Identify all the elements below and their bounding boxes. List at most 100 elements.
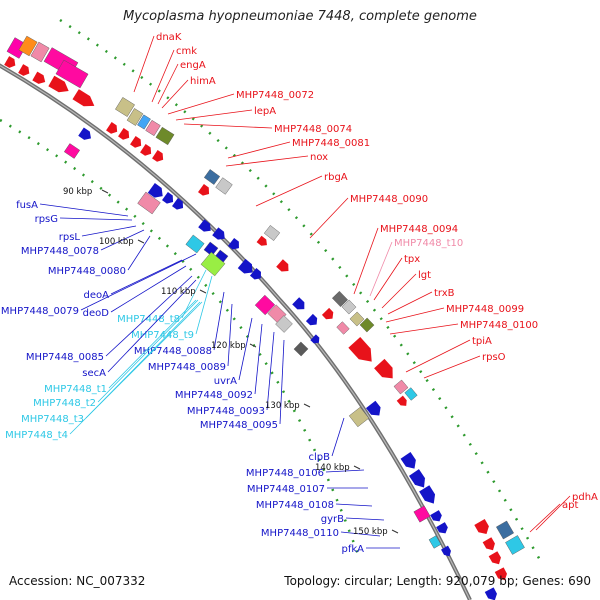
- scale-tick-mark: [199, 289, 207, 294]
- gene-feature: [106, 122, 118, 134]
- label-callout-line: [381, 273, 417, 309]
- label-callout-line: [213, 291, 225, 351]
- gene-feature: [249, 267, 261, 280]
- gene-feature: [137, 114, 151, 130]
- gene-label-fusa: fusA: [16, 200, 38, 211]
- gene-label-mhp7448_0078: MHP7448_0078: [21, 246, 99, 257]
- gene-label-mhp7448_0090: MHP7448_0090: [350, 194, 428, 205]
- label-callout-line: [238, 317, 253, 381]
- gene-features: [4, 35, 525, 600]
- gene-feature: [348, 336, 372, 362]
- gene-feature: [505, 535, 525, 555]
- gene-feature: [4, 56, 16, 68]
- gene-feature: [336, 321, 350, 335]
- gene-feature: [162, 192, 174, 204]
- gene-feature: [292, 297, 305, 310]
- label-callout-line: [331, 417, 345, 457]
- scale-tick-mark: [391, 529, 399, 534]
- label-callout-line: [161, 79, 189, 109]
- gene-feature: [341, 299, 357, 315]
- gene-feature: [145, 119, 161, 137]
- gene-label-deoa: deoA: [84, 290, 110, 301]
- gene-label-mhp7448_0095: MHP7448_0095: [200, 420, 278, 431]
- gene-feature: [293, 341, 309, 357]
- label-callout-line: [183, 123, 273, 129]
- gene-label-mhp7448_t3: MHP7448_t3: [21, 414, 84, 425]
- label-callout-line: [59, 217, 133, 221]
- gene-feature: [137, 191, 161, 215]
- gene-feature: [118, 128, 130, 140]
- gene-feature: [263, 225, 281, 241]
- label-callout-line: [529, 503, 561, 533]
- label-callout-line: [175, 109, 253, 121]
- gene-label-nox: nox: [310, 152, 328, 163]
- label-callout-line: [254, 323, 263, 395]
- label-callout-line: [110, 265, 187, 313]
- gene-label-pfka: pfkA: [342, 544, 365, 555]
- gene-label-mhp7448_0108: MHP7448_0108: [256, 500, 334, 511]
- gene-feature: [321, 307, 334, 320]
- gene-feature: [147, 183, 163, 198]
- gene-feature: [198, 184, 210, 196]
- label-callouts: dnaKcmkengAhimAMHP7448_0072lepAMHP7448_0…: [1, 32, 598, 555]
- gene-feature: [126, 108, 144, 126]
- label-callout-line: [309, 197, 349, 239]
- label-callout-line: [345, 517, 385, 521]
- gene-label-enga: engA: [180, 60, 206, 71]
- gene-label-mhp7448_0092: MHP7448_0092: [175, 390, 253, 401]
- gene-feature: [185, 234, 205, 254]
- label-callout-line: [423, 355, 481, 379]
- gene-feature: [374, 358, 393, 379]
- gene-label-mhp7448_0074: MHP7448_0074: [274, 124, 352, 135]
- gene-feature: [488, 551, 501, 565]
- gene-feature: [78, 127, 91, 140]
- gene-feature: [55, 59, 89, 89]
- gene-feature: [155, 126, 175, 146]
- gene-label-mhp7448_0085: MHP7448_0085: [26, 352, 104, 363]
- genome-backbone-highlight: [0, 65, 471, 600]
- gene-feature: [305, 313, 318, 326]
- gene-label-mhp7448_t1: MHP7448_t1: [44, 384, 107, 395]
- gene-label-rpsg: rpsG: [35, 214, 58, 225]
- gene-feature: [32, 71, 46, 84]
- gene-label-cmk: cmk: [176, 46, 197, 57]
- scale-tick-mark: [303, 403, 311, 408]
- gene-feature: [140, 144, 152, 156]
- gene-feature: [430, 510, 442, 522]
- scale-tick-mark: [353, 465, 361, 470]
- gene-feature: [428, 535, 442, 549]
- gene-feature: [172, 198, 184, 210]
- gene-feature: [115, 97, 135, 117]
- gene-feature: [419, 485, 436, 504]
- gene-label-apt: apt: [562, 500, 578, 511]
- scale-tick-label: 100 kbp: [99, 237, 134, 247]
- gene-feature: [331, 290, 349, 308]
- label-callout-line: [373, 257, 403, 301]
- label-callout-line: [255, 175, 323, 207]
- label-callout-line: [107, 279, 197, 373]
- gene-label-mhp7448_t4: MHP7448_t4: [5, 430, 68, 441]
- gene-label-pdha: pdhA: [572, 492, 598, 503]
- gene-feature: [359, 317, 375, 333]
- label-callout-line: [266, 331, 275, 411]
- label-callout-line: [100, 229, 145, 251]
- scale-tick-label: 140 kbp: [315, 463, 350, 473]
- gene-feature: [200, 251, 226, 277]
- genome-backbone: [0, 63, 472, 600]
- label-callout-line: [39, 203, 129, 217]
- gene-feature: [496, 520, 514, 540]
- gene-feature: [349, 311, 365, 327]
- gene-label-mhp7448_0099: MHP7448_0099: [446, 304, 524, 315]
- accession-text: Accession: NC_007332: [9, 574, 146, 588]
- scale-tick-mark: [137, 239, 145, 244]
- gene-label-rbga: rbgA: [324, 172, 348, 183]
- label-callout-line: [279, 339, 285, 425]
- outer-ring: [59, 18, 542, 561]
- label-callout-line: [195, 275, 213, 335]
- gene-feature: [63, 143, 81, 159]
- label-callout-line: [97, 299, 199, 403]
- gene-feature: [396, 395, 407, 406]
- gene-feature: [474, 518, 489, 535]
- gene-feature: [404, 387, 418, 401]
